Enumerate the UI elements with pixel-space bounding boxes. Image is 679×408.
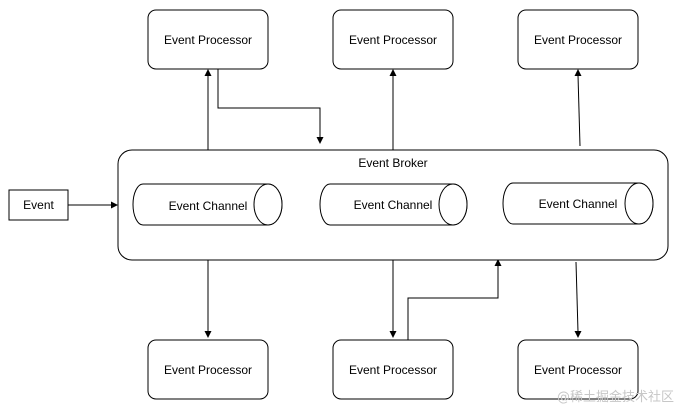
bottom-processor-1-label: Event Processor (164, 363, 252, 377)
edge-bottom-processor-2-to-broker (407, 265, 499, 340)
arrowhead-event-to-broker (111, 201, 118, 209)
event-channel-3-label: Event Channel (539, 197, 618, 211)
arrowhead-bottom-processor-1 (204, 331, 212, 338)
bottom-processor-3-label: Event Processor (534, 363, 622, 377)
edge-broker-to-bottom-processor-3 (575, 261, 579, 333)
top-processor-3: Event Processor (517, 9, 639, 70)
bottom-processor-1: Event Processor (147, 339, 269, 400)
top-processor-1-label: Event Processor (164, 33, 252, 47)
arrowhead-top-processor-2 (389, 69, 397, 76)
top-processor-1: Event Processor (147, 9, 269, 70)
event-source-label: Event (23, 198, 54, 212)
edge-broker-to-top-processor-3 (577, 74, 581, 147)
top-processor-2: Event Processor (332, 9, 454, 70)
arrowhead-bottom-processor-2 (389, 331, 397, 338)
event-channel-1-label: Event Channel (169, 199, 248, 213)
bottom-processor-3: Event Processor (517, 339, 639, 400)
event-channel-1: Event Channel (132, 183, 283, 226)
event-broker-label: Event Broker (358, 156, 427, 170)
arrowhead-bottom-processor-3 (574, 331, 582, 338)
top-processor-3-label: Event Processor (534, 33, 622, 47)
bottom-processor-2-label: Event Processor (349, 363, 437, 377)
top-processor-2-label: Event Processor (349, 33, 437, 47)
arrowhead-top-processor-3 (574, 69, 582, 76)
event-channel-2-label: Event Channel (354, 198, 433, 212)
arrowhead-top-processor-1 (204, 69, 212, 76)
event-channel-2: Event Channel (319, 183, 468, 226)
bottom-processor-2: Event Processor (332, 339, 454, 400)
watermark-text: @稀土掘金技术社区 (557, 389, 674, 405)
arrowhead-into-broker-bottom (494, 259, 502, 266)
edge-top-processor-1-to-broker (217, 69, 321, 138)
edges (68, 69, 582, 340)
event-source-node: Event (8, 189, 69, 221)
arrowhead-into-broker-top (316, 137, 324, 144)
event-channel-3: Event Channel (502, 182, 654, 225)
